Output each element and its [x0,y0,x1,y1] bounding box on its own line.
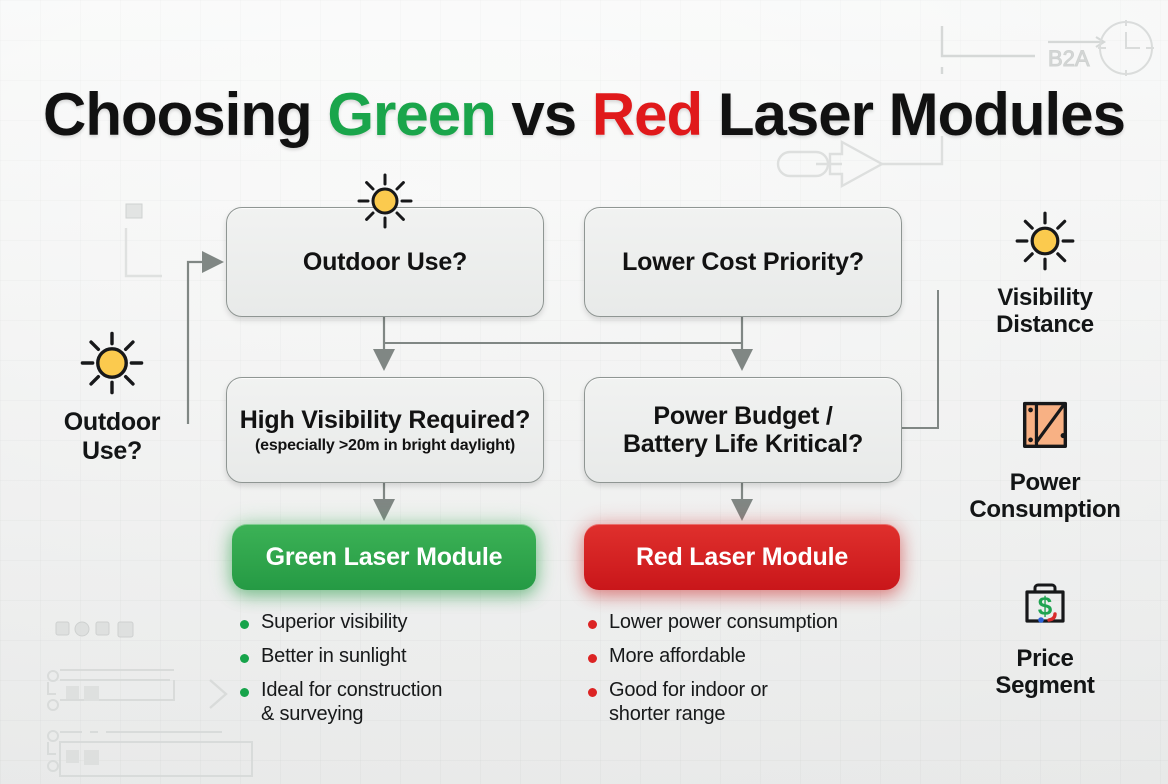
result-green-laser-module[interactable]: Green Laser Module [232,524,536,590]
arrow-right-icon [1048,36,1107,48]
node-power-budget-battery-life[interactable]: Power Budget / Battery Life Kritical? [584,377,902,483]
watermark-left-bracket [124,203,162,278]
feature-label-line2: Consumption [969,496,1121,524]
svg-text:$: $ [1038,591,1053,621]
node-title: Lower Cost Priority? [622,248,864,276]
watermark-top-right: B2A [940,20,1154,76]
feature-label-line1: Visibility [997,284,1093,311]
watermark-b2a-label: B2A [1048,46,1090,71]
node-title: Outdoor Use? [302,248,468,276]
title-part-2: vs [495,81,592,148]
list-item-label: Lower power consumption [609,611,838,633]
power-chart-icon [1022,401,1068,449]
list-item: More affordable [588,644,928,669]
feature-outdoor-use: Outdoor Use? [32,330,192,465]
list-item: Superior visibility [240,610,560,635]
node-outdoor-use[interactable]: Outdoor Use? [226,173,544,317]
list-item-label: Superior visibility [261,611,408,633]
feature-label-line1: Price [1016,645,1074,672]
list-item-label: More affordable [609,644,746,667]
feature-label-line2: Distance [996,311,1094,339]
bullet-dot [240,687,249,697]
sun-icon [80,331,144,395]
node-high-visibility-required[interactable]: High Visibility Required? (especially >2… [226,377,544,483]
result-red-laser-module[interactable]: Red Laser Module [584,524,900,590]
title-red-word: Red [591,81,703,148]
list-item: Lower power consumption [588,610,928,635]
result-label: Green Laser Module [265,542,503,571]
feature-label-line1: Power [1009,469,1081,496]
card-outline [47,730,253,777]
list-item-label: Ideal for construction & surveying [261,678,443,726]
dots-row [55,621,134,638]
feature-price-segment: $ Price Segment [955,575,1135,700]
card-outline [47,669,175,711]
chevron-right-icon [209,679,228,709]
title-green-word: Green [327,81,496,148]
list-item: Ideal for construction & surveying [240,678,560,728]
bullet-dot [240,653,249,663]
node-title-line2: Battery Life Kritical? [622,430,864,458]
watermark-bottom-left [47,621,253,777]
clock-icon [1098,20,1154,76]
node-subtitle: (especially >20m in bright daylight) [255,436,515,454]
bullet-dot [588,653,597,663]
list-item: Good for indoor or shorter range [588,678,928,728]
feature-label-line1: Outdoor [63,408,161,436]
price-bag-icon: $ [1025,583,1065,623]
bullet-dot [588,687,597,697]
node-title: High Visibility Required? [239,405,531,434]
benefits-list-green: Superior visibility Better in sunlight I… [240,610,560,736]
feature-visibility-distance: Visibility Distance [955,210,1135,339]
page-title: Choosing Green vs Red Laser Modules [0,80,1168,149]
watermark-plug-arrow-icon [776,136,944,189]
feature-label-line2: Segment [995,672,1095,700]
list-item: Better in sunlight [240,644,560,669]
bullet-dot [240,620,249,629]
sun-icon [1015,211,1075,271]
benefits-list-red: Lower power consumption More affordable … [588,610,928,736]
bullet-dot [588,620,597,629]
sun-icon [357,173,413,229]
node-lower-cost-priority[interactable]: Lower Cost Priority? [584,207,902,317]
result-label: Red Laser Module [635,542,849,571]
list-item-label: Better in sunlight [261,644,407,667]
node-title-line1: Power Budget / [653,402,833,430]
list-item-label: Good for indoor or shorter range [609,678,768,726]
title-part-3: Laser Modules [702,81,1126,148]
feature-power-consumption: Power Consumption [940,395,1150,524]
title-part-1: Choosing [43,81,328,148]
feature-label-line2: Use? [82,436,142,465]
